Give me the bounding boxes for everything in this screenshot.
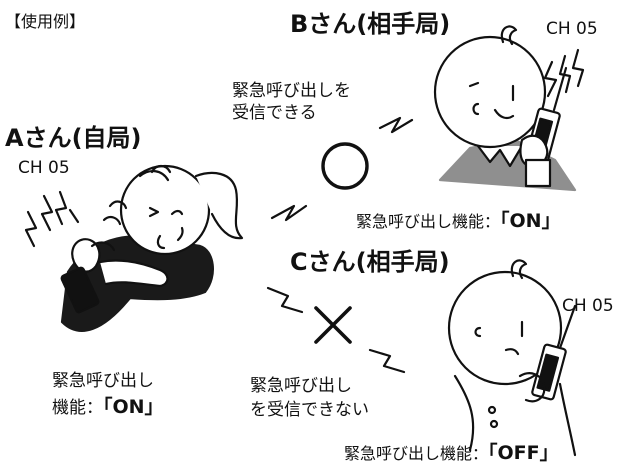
station-c-function-label: 緊急呼び出し機能： xyxy=(344,444,489,463)
station-b-channel: CH 05 xyxy=(546,19,598,39)
receive-ok-circle xyxy=(321,142,369,190)
person-a-figure xyxy=(24,164,244,332)
station-b-function-label: 緊急呼び出し機能： xyxy=(356,212,501,231)
station-a-function-value: 「ON」 xyxy=(103,396,164,418)
example-label: 【使用例】 xyxy=(5,12,86,31)
station-b-title: Bさん(相手局) xyxy=(290,10,451,38)
receive-ok-line1: 緊急呼び出しを xyxy=(232,81,351,101)
station-c-function-value: 「OFF」 xyxy=(488,442,559,464)
receive-ng-text: 緊急呼び出し を受信できない xyxy=(250,374,369,422)
receive-ng-cross xyxy=(314,306,352,344)
station-a-function: 緊急呼び出し 機能：「ON」 xyxy=(52,368,164,421)
receive-ng-line2: を受信できない xyxy=(250,400,369,420)
receive-ok-text: 緊急呼び出しを 受信できる xyxy=(232,80,351,124)
person-b-figure xyxy=(433,25,585,192)
station-b-function-value: 「ON」 xyxy=(500,210,561,232)
station-a-function-label: 機能： xyxy=(52,398,103,418)
station-c-channel: CH 05 xyxy=(562,296,614,316)
station-a-function-line1: 緊急呼び出し xyxy=(52,371,154,391)
station-b-function: 緊急呼び出し機能：「ON」 xyxy=(356,206,561,233)
person-c-figure xyxy=(447,259,577,457)
signal-lines xyxy=(266,116,414,374)
station-a-channel: CH 05 xyxy=(18,158,70,178)
station-c-title: Cさん(相手局) xyxy=(290,248,450,276)
receive-ng-line1: 緊急呼び出し xyxy=(250,376,352,396)
station-c-function: 緊急呼び出し機能：「OFF」 xyxy=(344,438,559,465)
station-a-title: Aさん(自局) xyxy=(5,124,142,152)
receive-ok-line2: 受信できる xyxy=(232,103,317,123)
